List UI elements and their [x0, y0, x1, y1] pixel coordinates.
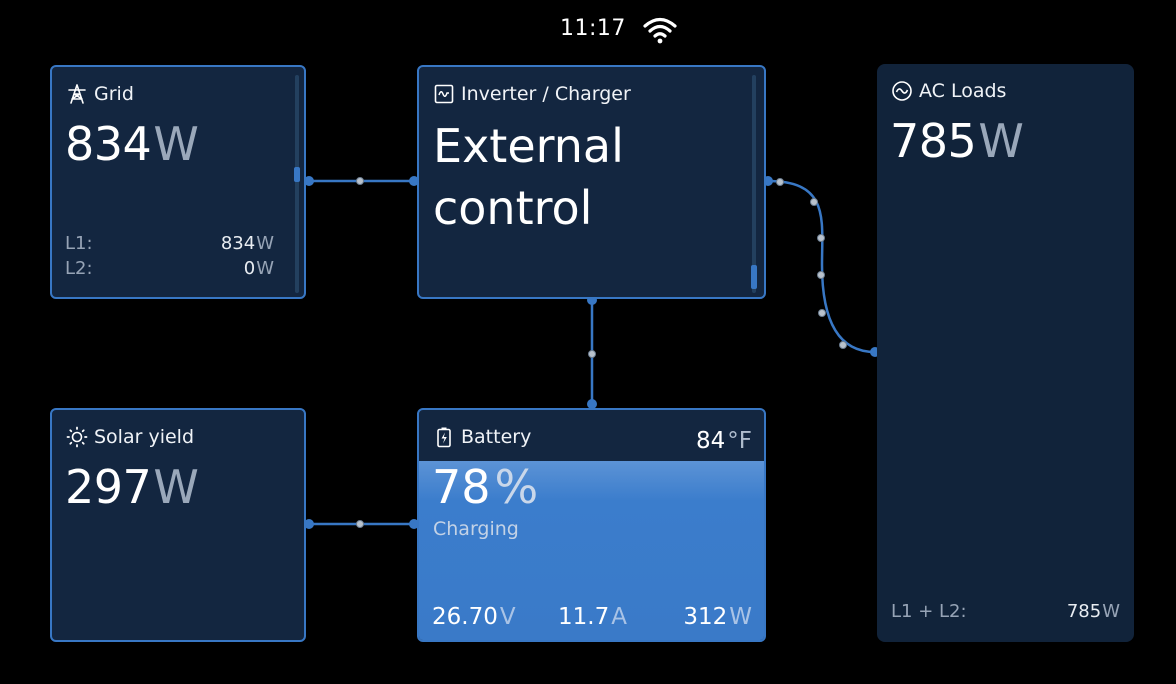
- grid-phase-label: L2:: [65, 258, 93, 279]
- grid-phase-row: L2: 0W: [65, 258, 274, 279]
- solar-power-unit: W: [153, 460, 199, 514]
- grid-phase-unit: W: [256, 258, 274, 279]
- connector-node: [409, 519, 419, 529]
- flow-dot: [588, 350, 596, 358]
- grid-power-unit: W: [153, 117, 199, 171]
- wifi-icon: [643, 17, 677, 44]
- battery-charging-icon: [437, 427, 451, 448]
- grid-header: Grid: [66, 83, 134, 105]
- inverter-title: Inverter / Charger: [461, 83, 631, 105]
- battery-temperature-value: 84: [695, 428, 726, 454]
- connector-node: [587, 399, 597, 409]
- battery-soc-value: 78: [432, 460, 491, 514]
- battery-temperature: 84°F: [696, 428, 752, 454]
- flow-dot: [817, 271, 825, 279]
- solar-header: Solar yield: [66, 426, 194, 448]
- ac-loads-widget[interactable]: AC Loads 785W L1 + L2: 785W: [877, 64, 1134, 642]
- battery-power: 312W: [683, 604, 752, 630]
- ac-loads-footer-value: 785W: [1067, 601, 1120, 622]
- battery-soc: 78%: [432, 464, 538, 510]
- solar-power-value: 297: [65, 460, 152, 514]
- solar-widget[interactable]: Solar yield 297W: [50, 408, 306, 642]
- grid-scroll-track[interactable]: [295, 75, 299, 293]
- grid-scroll-thumb[interactable]: [294, 167, 300, 182]
- grid-phase-value: 0W: [244, 258, 274, 279]
- sun-icon: [66, 426, 88, 448]
- battery-widget[interactable]: Battery 84°F 78% Charging 26.70V 11.7A 3…: [417, 408, 766, 642]
- battery-current-unit: A: [611, 604, 627, 630]
- grid-power: 834W: [65, 121, 199, 167]
- battery-voltage: 26.70V: [432, 604, 516, 630]
- grid-phase-value: 834W: [221, 233, 274, 254]
- ac-loads-header: AC Loads: [891, 80, 1006, 102]
- inverter-state-line1: External: [433, 119, 624, 173]
- flow-dot: [818, 309, 826, 317]
- pylon-icon: [68, 84, 86, 104]
- battery-power-unit: W: [729, 604, 752, 630]
- battery-temperature-unit: °F: [727, 428, 752, 454]
- grid-phase-row: L1: 834W: [65, 233, 274, 254]
- ac-loads-footer: L1 + L2: 785W: [891, 601, 1120, 622]
- ac-loads-power: 785W: [890, 118, 1024, 164]
- ac-loads-power-unit: W: [978, 114, 1024, 168]
- flow-dot: [810, 198, 818, 206]
- battery-current-value: 11.7: [558, 604, 610, 630]
- inverter-scroll-track[interactable]: [752, 75, 756, 293]
- battery-header: Battery: [433, 426, 531, 448]
- sine-wave-icon: [892, 81, 912, 101]
- flow-dot: [356, 177, 364, 185]
- grid-phase-number: 834: [220, 233, 256, 254]
- inverter-widget[interactable]: Inverter / Charger External control: [417, 65, 766, 299]
- grid-phase-number: 0: [243, 258, 256, 279]
- ac-loads-footer-unit: W: [1102, 601, 1120, 622]
- flow-dot: [776, 178, 784, 186]
- solar-title: Solar yield: [94, 426, 195, 448]
- battery-soc-unit: %: [494, 460, 539, 514]
- battery-title: Battery: [461, 426, 532, 448]
- battery-power-value: 312: [683, 604, 728, 630]
- connector-node: [304, 519, 314, 529]
- inverter-state-line2: control: [433, 181, 593, 235]
- inverter-header: Inverter / Charger: [433, 83, 631, 105]
- clock: 11:17: [560, 16, 626, 41]
- grid-widget[interactable]: Grid 834W L1: 834W L2: 0W: [50, 65, 306, 299]
- battery-voltage-value: 26.70: [432, 604, 498, 630]
- solar-power: 297W: [65, 464, 199, 510]
- battery-current: 11.7A: [558, 604, 627, 630]
- flow-dot: [356, 520, 364, 528]
- grid-title: Grid: [94, 83, 134, 105]
- grid-phase-unit: W: [256, 233, 274, 254]
- flow-dot: [839, 341, 847, 349]
- inverter-acloads-line: [767, 179, 876, 354]
- battery-state: Charging: [433, 518, 519, 540]
- connector-node: [409, 176, 419, 186]
- inverter-scroll-thumb[interactable]: [751, 265, 757, 289]
- status-bar: 11:17: [0, 12, 1176, 48]
- battery-voltage-unit: V: [499, 604, 516, 630]
- ac-loads-footer-number: 785: [1066, 601, 1102, 622]
- inverter-icon: [434, 84, 454, 104]
- connector-node: [304, 176, 314, 186]
- flow-dot: [817, 234, 825, 242]
- ac-loads-footer-label: L1 + L2:: [891, 601, 967, 622]
- ac-loads-title: AC Loads: [919, 80, 1007, 102]
- grid-power-value: 834: [65, 117, 152, 171]
- battery-soc-fill: [419, 460, 764, 640]
- inverter-state: External control: [433, 115, 753, 239]
- ac-loads-power-value: 785: [890, 114, 977, 168]
- grid-phase-label: L1:: [65, 233, 93, 254]
